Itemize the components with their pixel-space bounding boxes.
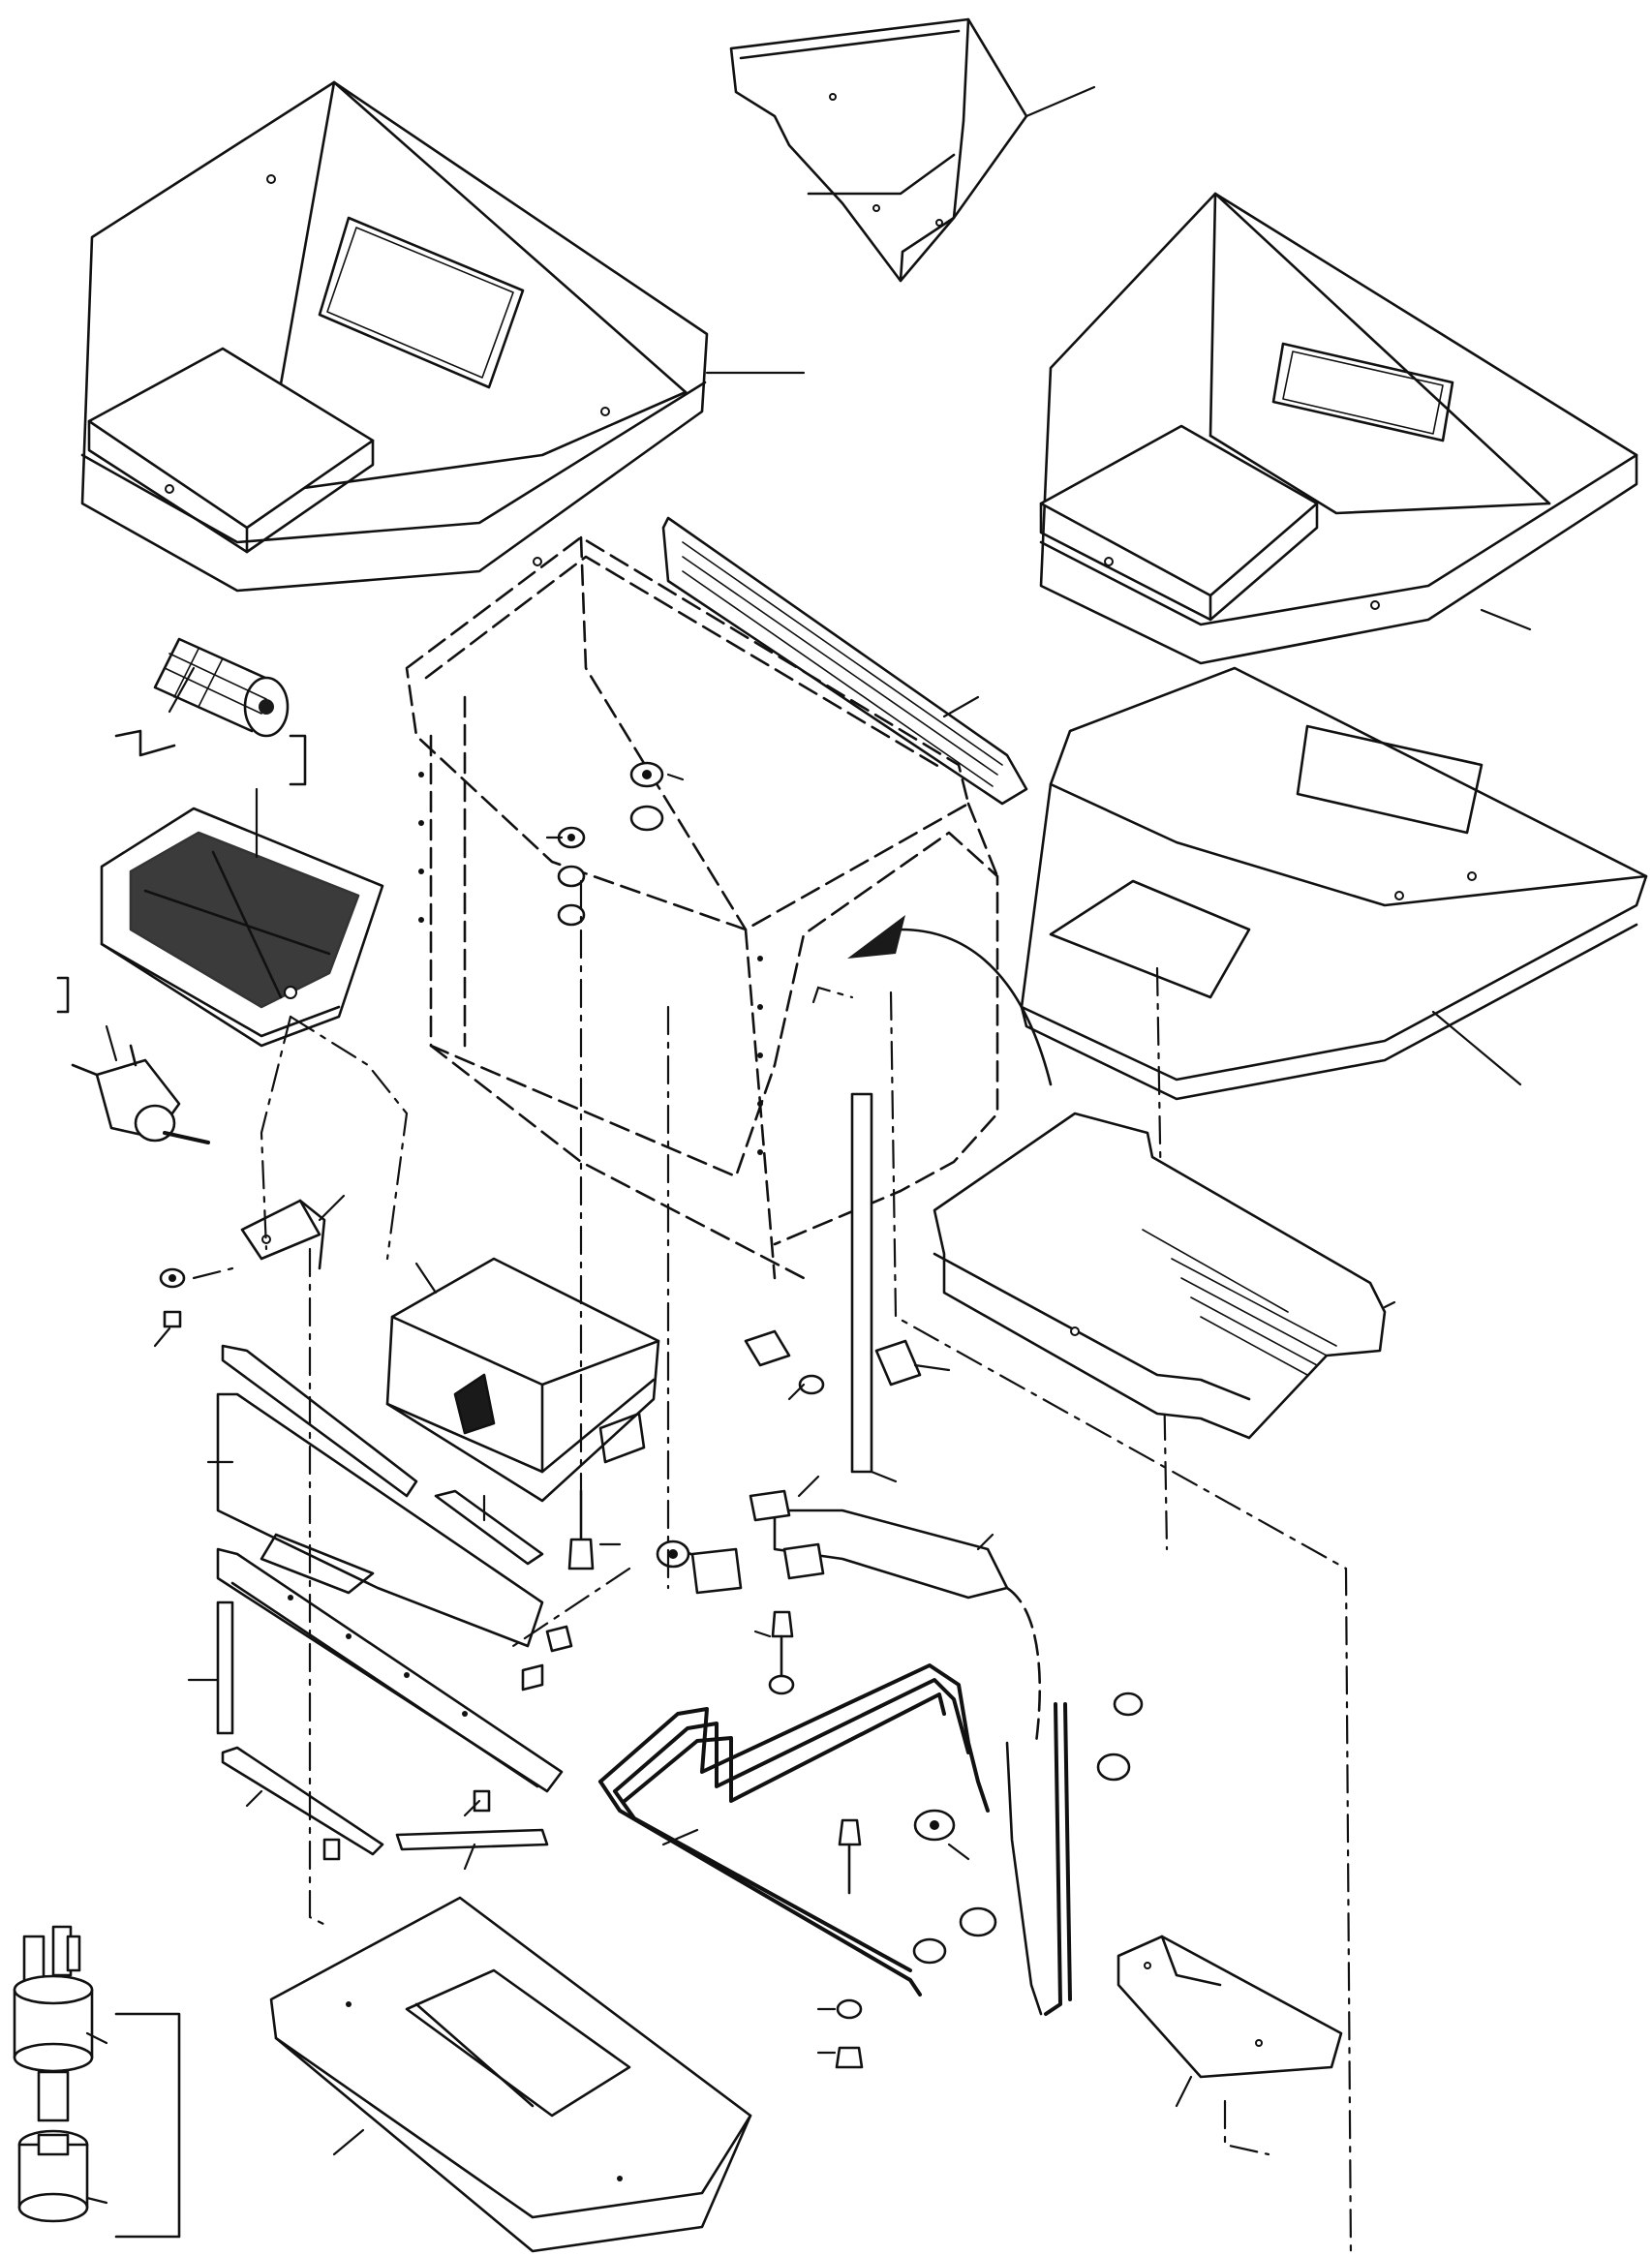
fan-switch <box>13 1925 108 2122</box>
heater-hoses <box>676 1475 1009 1600</box>
pipe-clamp-bracket <box>874 1339 951 1387</box>
vertical-bolt-mid <box>753 1610 795 1695</box>
left-hood-panel <box>80 80 806 593</box>
right-floor-panel <box>1020 666 1648 1101</box>
mounting-bracket <box>240 1194 346 1270</box>
nut-washer-left <box>153 1267 186 1348</box>
lower-bolt-set <box>322 1625 573 1861</box>
bolt-washer-center <box>744 1329 825 1401</box>
cab-frame-outline <box>405 535 999 1280</box>
filter-brace <box>289 734 307 786</box>
assembly-chain-lines <box>192 879 1353 2256</box>
switch-group-bracket <box>114 2012 181 2239</box>
filter-element <box>153 637 290 738</box>
side-bracket-plate <box>1117 1935 1343 2108</box>
pipe-clip-set <box>912 1809 997 1965</box>
heater-pipe-assembly <box>598 1586 1072 2016</box>
hose-clamp-pair <box>656 1540 1144 1782</box>
strap-vertical <box>850 1092 898 1483</box>
heater-core <box>100 787 384 1048</box>
side-trim-strip <box>661 516 1028 806</box>
center-washers <box>545 826 586 927</box>
filter-bracket <box>114 729 176 757</box>
base-plate-upper <box>206 1344 544 1648</box>
gasket-strip <box>434 1489 544 1566</box>
switch-knob <box>17 2129 108 2223</box>
seal-strip-bottom <box>221 1746 549 1871</box>
right-hood-panel <box>1039 192 1638 665</box>
pipe-bolt-stack <box>816 1818 864 2069</box>
bottom-tray <box>269 1896 752 2253</box>
floor-mat-panel <box>933 1112 1396 1440</box>
top-washer-pair <box>629 761 685 832</box>
blower-housing <box>385 1257 660 1503</box>
curved-arrow-icon <box>847 915 1053 1086</box>
center-bolt <box>567 1489 622 1570</box>
side-strip-left <box>187 1601 234 1735</box>
base-plate-lower <box>216 1547 564 1793</box>
fan-motor <box>56 976 210 1144</box>
top-duct-cover <box>729 17 1096 283</box>
frame-rivets <box>418 772 763 1155</box>
